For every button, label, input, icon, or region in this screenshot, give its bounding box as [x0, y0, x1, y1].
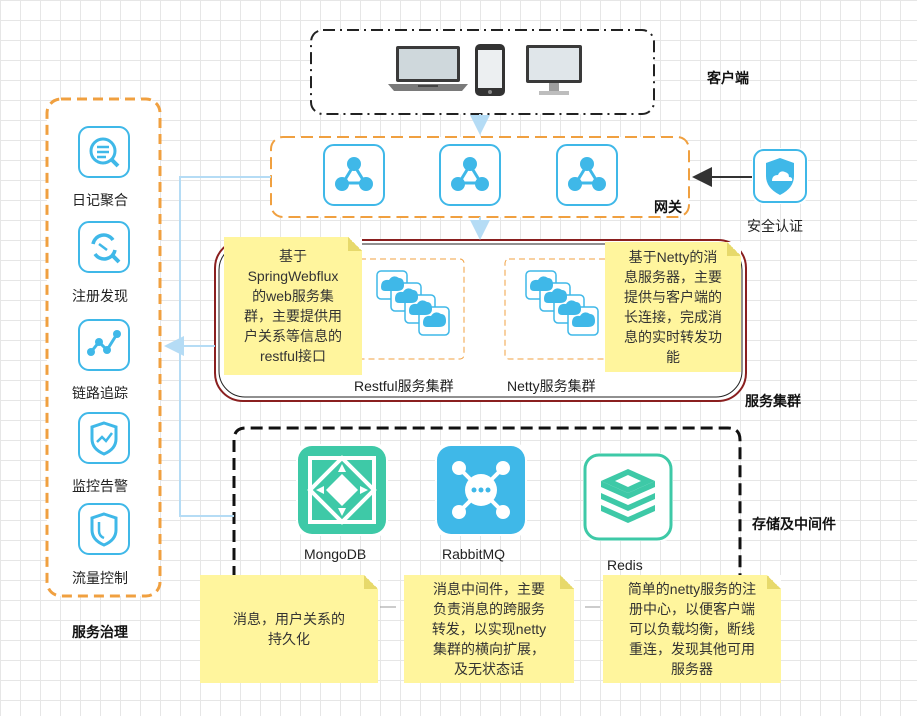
netty-cluster-icon	[522, 267, 602, 352]
shield-cloud-icon	[752, 148, 808, 204]
gateway-node-icon	[555, 143, 619, 207]
discovery-icon	[77, 220, 131, 274]
governance-title: 服务治理	[72, 624, 128, 640]
client-label: 客户端	[707, 70, 749, 86]
governance-item-label: 日记聚合	[72, 192, 128, 208]
storage-label: 存储及中间件	[752, 516, 836, 532]
phone-icon	[474, 43, 506, 102]
monitor-icon	[525, 44, 583, 103]
governance-item-label: 注册发现	[72, 288, 128, 304]
restful-cluster-icon	[373, 267, 453, 352]
gateway-node-icon	[438, 143, 502, 207]
governance-item-label: 链路追踪	[72, 385, 128, 401]
gateway-node-icon	[322, 143, 386, 207]
restful-cluster-label: Restful服务集群	[354, 378, 454, 394]
flow-shield-icon	[77, 502, 131, 556]
redis-icon	[583, 453, 673, 541]
rabbitmq-note: 消息中间件，主要 负责消息的跨服务 转发，以实现netty 集群的横向扩展， 及…	[404, 575, 574, 683]
governance-item-label: 监控告警	[72, 478, 128, 494]
restful-note: 基于 SpringWebflux 的web服务集 群，主要提供用 户关系等信息的…	[224, 237, 362, 375]
storage-item-label: MongoDB	[304, 546, 367, 562]
mongodb-icon	[296, 444, 388, 536]
redis-note: 简单的netty服务的注 册中心，以便客户端 可以负载均衡，断线 重连，发现其他…	[603, 575, 781, 683]
laptop-icon	[388, 44, 468, 97]
cluster-label: 服务集群	[745, 393, 801, 409]
netty-note: 基于Netty的消 息服务器，主要 提供与客户端的 长连接，完成消 息的实时转发…	[605, 242, 741, 372]
storage-item-label: RabbitMQ	[442, 546, 506, 562]
log-search-icon	[77, 125, 131, 179]
governance-item-label: 流量控制	[72, 570, 128, 586]
netty-cluster-label: Netty服务集群	[507, 378, 596, 394]
monitor-alert-icon	[77, 411, 131, 465]
rabbitmq-icon	[435, 444, 527, 536]
security-label: 安全认证	[747, 218, 803, 234]
storage-item-label: Redis	[607, 557, 643, 573]
trace-icon	[77, 318, 131, 372]
mongodb-note: 消息，用户关系的 持久化	[200, 575, 378, 683]
gateway-label: 网关	[654, 199, 682, 215]
